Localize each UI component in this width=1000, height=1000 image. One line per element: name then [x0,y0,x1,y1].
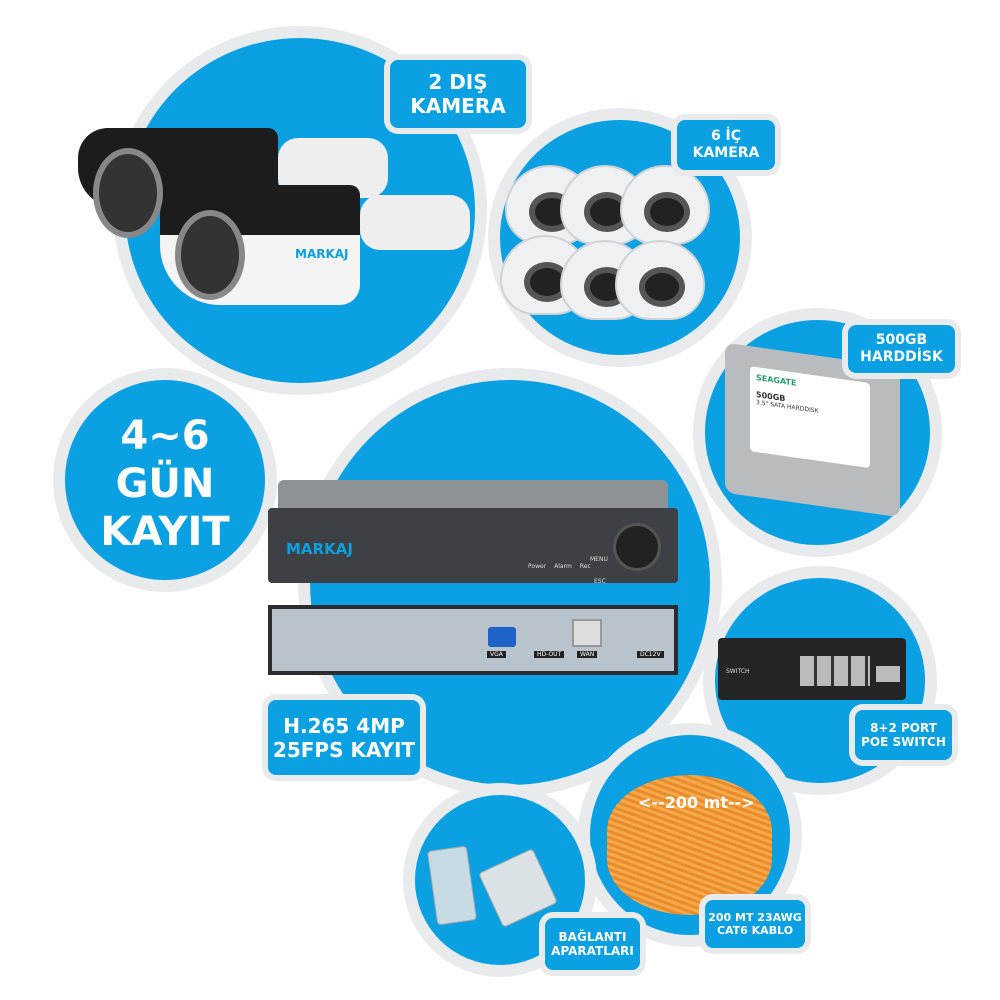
esc-button: ESC [594,578,606,585]
label-line: H.265 4MP [283,713,405,738]
label-line: APARATLARI [551,944,634,958]
nvr-brand-logo: MARKAJ [286,540,353,558]
record-line-3: KAYIT [100,509,230,555]
menu-button: MENU [590,556,608,563]
label-line: 2 DIŞ [428,70,488,94]
label-line: CAT6 KABLO [716,924,794,937]
record-line-1: 4~6 [120,413,210,459]
led-power: Power [528,563,547,570]
label-line: 500GB [875,332,928,349]
label-line: 200 MT 23AWG [708,910,802,924]
bullet-camera [78,128,388,238]
record-days-circle [65,380,265,580]
label-line: KAMERA [692,145,760,161]
poe-switch: SWITCH [718,638,906,700]
port-wan: WAN [577,651,598,658]
label-line: 8+2 PORT [870,720,937,735]
port-dc: DC12V [637,651,664,658]
led-rec: Rec [579,563,591,570]
bullet-camera: MARKAJ [160,185,470,305]
label-line: POE SWITCH [861,735,946,749]
switch-label: SWITCH [726,668,750,675]
record-line-2: GÜN [115,461,215,507]
record-days-text: 4~6 GÜN KAYIT [65,412,265,556]
cable-reel [607,775,772,915]
port-hdout: HD-OUT [534,651,565,658]
port-vga: VGA [487,651,506,658]
nvr-recorder: MARKAJ Power Alarm Rec MENU ESC VGA HD-O… [268,480,678,680]
label-line: KAMERA [410,94,506,118]
nav-pad-icon [613,523,661,571]
label-line: HARDDİSK [860,349,943,365]
label-line: 25FPS KAYIT [272,737,416,762]
dome-camera [615,240,705,320]
dome-camera [620,165,710,245]
led-alarm: Alarm [554,563,572,570]
cable-length-text: <--200 mt--> [638,793,755,812]
camera-brand-logo: MARKAJ [295,247,349,261]
label-line: BAĞLANTI [558,929,627,944]
label-line: 6 İÇ [710,128,742,145]
